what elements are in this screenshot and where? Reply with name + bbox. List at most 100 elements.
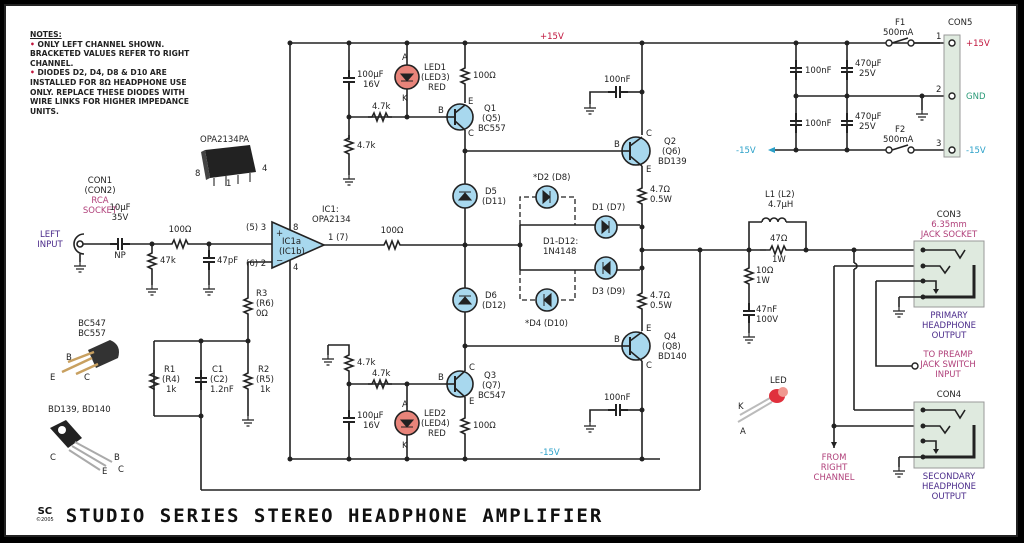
svg-text:(R6): (R6) <box>256 299 274 309</box>
svg-text:B: B <box>66 353 72 363</box>
svg-text:Q1: Q1 <box>484 104 496 114</box>
svg-text:LED2: LED2 <box>424 409 446 419</box>
svg-text:SECONDARY: SECONDARY <box>923 472 976 482</box>
svg-text:500mA: 500mA <box>883 28 914 38</box>
svg-text:100nF: 100nF <box>604 75 631 85</box>
svg-text:1W: 1W <box>772 255 786 265</box>
svg-text:K: K <box>738 402 744 412</box>
svg-text:D6: D6 <box>485 291 497 301</box>
con5-pin1-label: +15V <box>966 39 990 49</box>
con1-label: CON1 <box>88 176 112 186</box>
svg-text:100nF: 100nF <box>805 66 832 76</box>
svg-text:100Ω: 100Ω <box>473 71 496 81</box>
svg-text:R3: R3 <box>256 289 267 299</box>
led2 <box>394 410 420 436</box>
opamp-output-resistor <box>379 240 405 250</box>
opamp-package-label: OPA2134PA <box>200 135 249 145</box>
svg-text:100Ω: 100Ω <box>381 226 404 236</box>
preamp-switch-terminal <box>911 362 919 370</box>
q1-transistor <box>445 103 474 131</box>
svg-text:C: C <box>646 361 652 371</box>
svg-text:(LED4): (LED4) <box>421 419 450 429</box>
svg-text:0.5W: 0.5W <box>650 301 673 311</box>
rca-socket-icon <box>73 233 112 273</box>
svg-text:E: E <box>646 324 651 334</box>
svg-text:D1 (D7): D1 (D7) <box>592 203 625 213</box>
input-capacitor <box>109 237 131 251</box>
svg-text:IC1:: IC1: <box>322 205 339 215</box>
svg-text:(6) 2: (6) 2 <box>246 259 266 269</box>
svg-text:35V: 35V <box>112 213 129 223</box>
svg-text:HEADPHONE: HEADPHONE <box>922 482 976 492</box>
svg-text:BD139: BD139 <box>658 157 687 167</box>
svg-text:1.2nF: 1.2nF <box>210 385 234 395</box>
svg-text:IC1a: IC1a <box>282 237 301 247</box>
svg-text:RIGHT: RIGHT <box>821 463 848 473</box>
fuse-f1 <box>885 37 915 47</box>
svg-text:4.7Ω: 4.7Ω <box>650 291 671 301</box>
lower-output-emitter-resistor <box>637 289 647 311</box>
svg-text:R2: R2 <box>258 365 269 375</box>
svg-text:C: C <box>84 373 90 383</box>
svg-text:(IC1b): (IC1b) <box>279 247 305 257</box>
svg-text:E: E <box>646 165 651 175</box>
opamp-ic1a <box>271 220 326 270</box>
svg-text:E: E <box>469 397 474 407</box>
footer: SC ©2005 STUDIO SERIES STEREO HEADPHONE … <box>36 505 603 527</box>
svg-text:CON3: CON3 <box>937 210 961 220</box>
svg-text:A: A <box>402 400 408 410</box>
svg-text:C: C <box>118 465 124 475</box>
svg-text:1k: 1k <box>166 385 176 395</box>
svg-text:100V: 100V <box>756 315 778 325</box>
socket-label: SOCKET <box>83 206 118 216</box>
zobel-capacitor <box>742 302 756 324</box>
con2-label: (CON2) <box>84 186 115 196</box>
svg-text:4: 4 <box>262 164 267 174</box>
lower-bias-capacitor <box>342 409 356 431</box>
zobel-resistor <box>744 264 754 286</box>
svg-text:100µF: 100µF <box>357 411 384 421</box>
left-input-label-2: INPUT <box>37 240 63 250</box>
svg-text:100nF: 100nF <box>604 393 631 403</box>
svg-text:1W: 1W <box>756 276 770 286</box>
notes-block: NOTES: • ONLY LEFT CHANNEL SHOWN. BRACKE… <box>30 30 200 116</box>
svg-text:RED: RED <box>428 429 446 439</box>
d3-diode <box>594 256 618 280</box>
svg-text:1k: 1k <box>260 385 270 395</box>
svg-text:4.7Ω: 4.7Ω <box>650 185 671 195</box>
svg-text:4: 4 <box>293 263 298 273</box>
upper-bias-shunt-resistor <box>344 134 354 156</box>
svg-text:BC547: BC547 <box>478 391 506 401</box>
svg-text:(D11): (D11) <box>482 197 506 207</box>
lower-bias-shunt-resistor <box>344 351 354 373</box>
svg-text:16V: 16V <box>363 80 380 90</box>
svg-text:4.7k: 4.7k <box>372 102 391 112</box>
schematic-frame <box>4 4 1018 537</box>
rca-label: RCA <box>91 196 108 206</box>
lower-emitter-resistor <box>460 414 470 436</box>
svg-text:RED: RED <box>428 83 446 93</box>
svg-text:-15V: -15V <box>736 146 756 156</box>
svg-text:OUTPUT: OUTPUT <box>932 492 967 502</box>
svg-text:K: K <box>402 94 408 104</box>
svg-text:470µF: 470µF <box>855 112 882 122</box>
svg-text:B: B <box>438 373 444 383</box>
svg-text:(R5): (R5) <box>256 375 274 385</box>
svg-text:100nF: 100nF <box>805 119 832 129</box>
d2-diode <box>535 185 559 209</box>
svg-text:(D12): (D12) <box>482 301 506 311</box>
svg-text:−: − <box>276 256 283 266</box>
con5-pin3-label: -15V <box>966 146 986 156</box>
svg-text:L1 (L2): L1 (L2) <box>765 190 795 200</box>
svg-text:E: E <box>50 373 55 383</box>
svg-text:+: + <box>276 229 283 239</box>
svg-text:(5) 3: (5) 3 <box>246 223 266 233</box>
svg-text:BC557: BC557 <box>78 329 106 339</box>
svg-text:10µF: 10µF <box>109 203 130 213</box>
svg-text:INPUT: INPUT <box>935 370 961 380</box>
svg-text:47Ω: 47Ω <box>770 234 788 244</box>
svg-text:3: 3 <box>936 139 941 149</box>
svg-text:C: C <box>646 129 652 139</box>
svg-text:25V: 25V <box>859 69 876 79</box>
svg-text:B: B <box>614 140 620 150</box>
